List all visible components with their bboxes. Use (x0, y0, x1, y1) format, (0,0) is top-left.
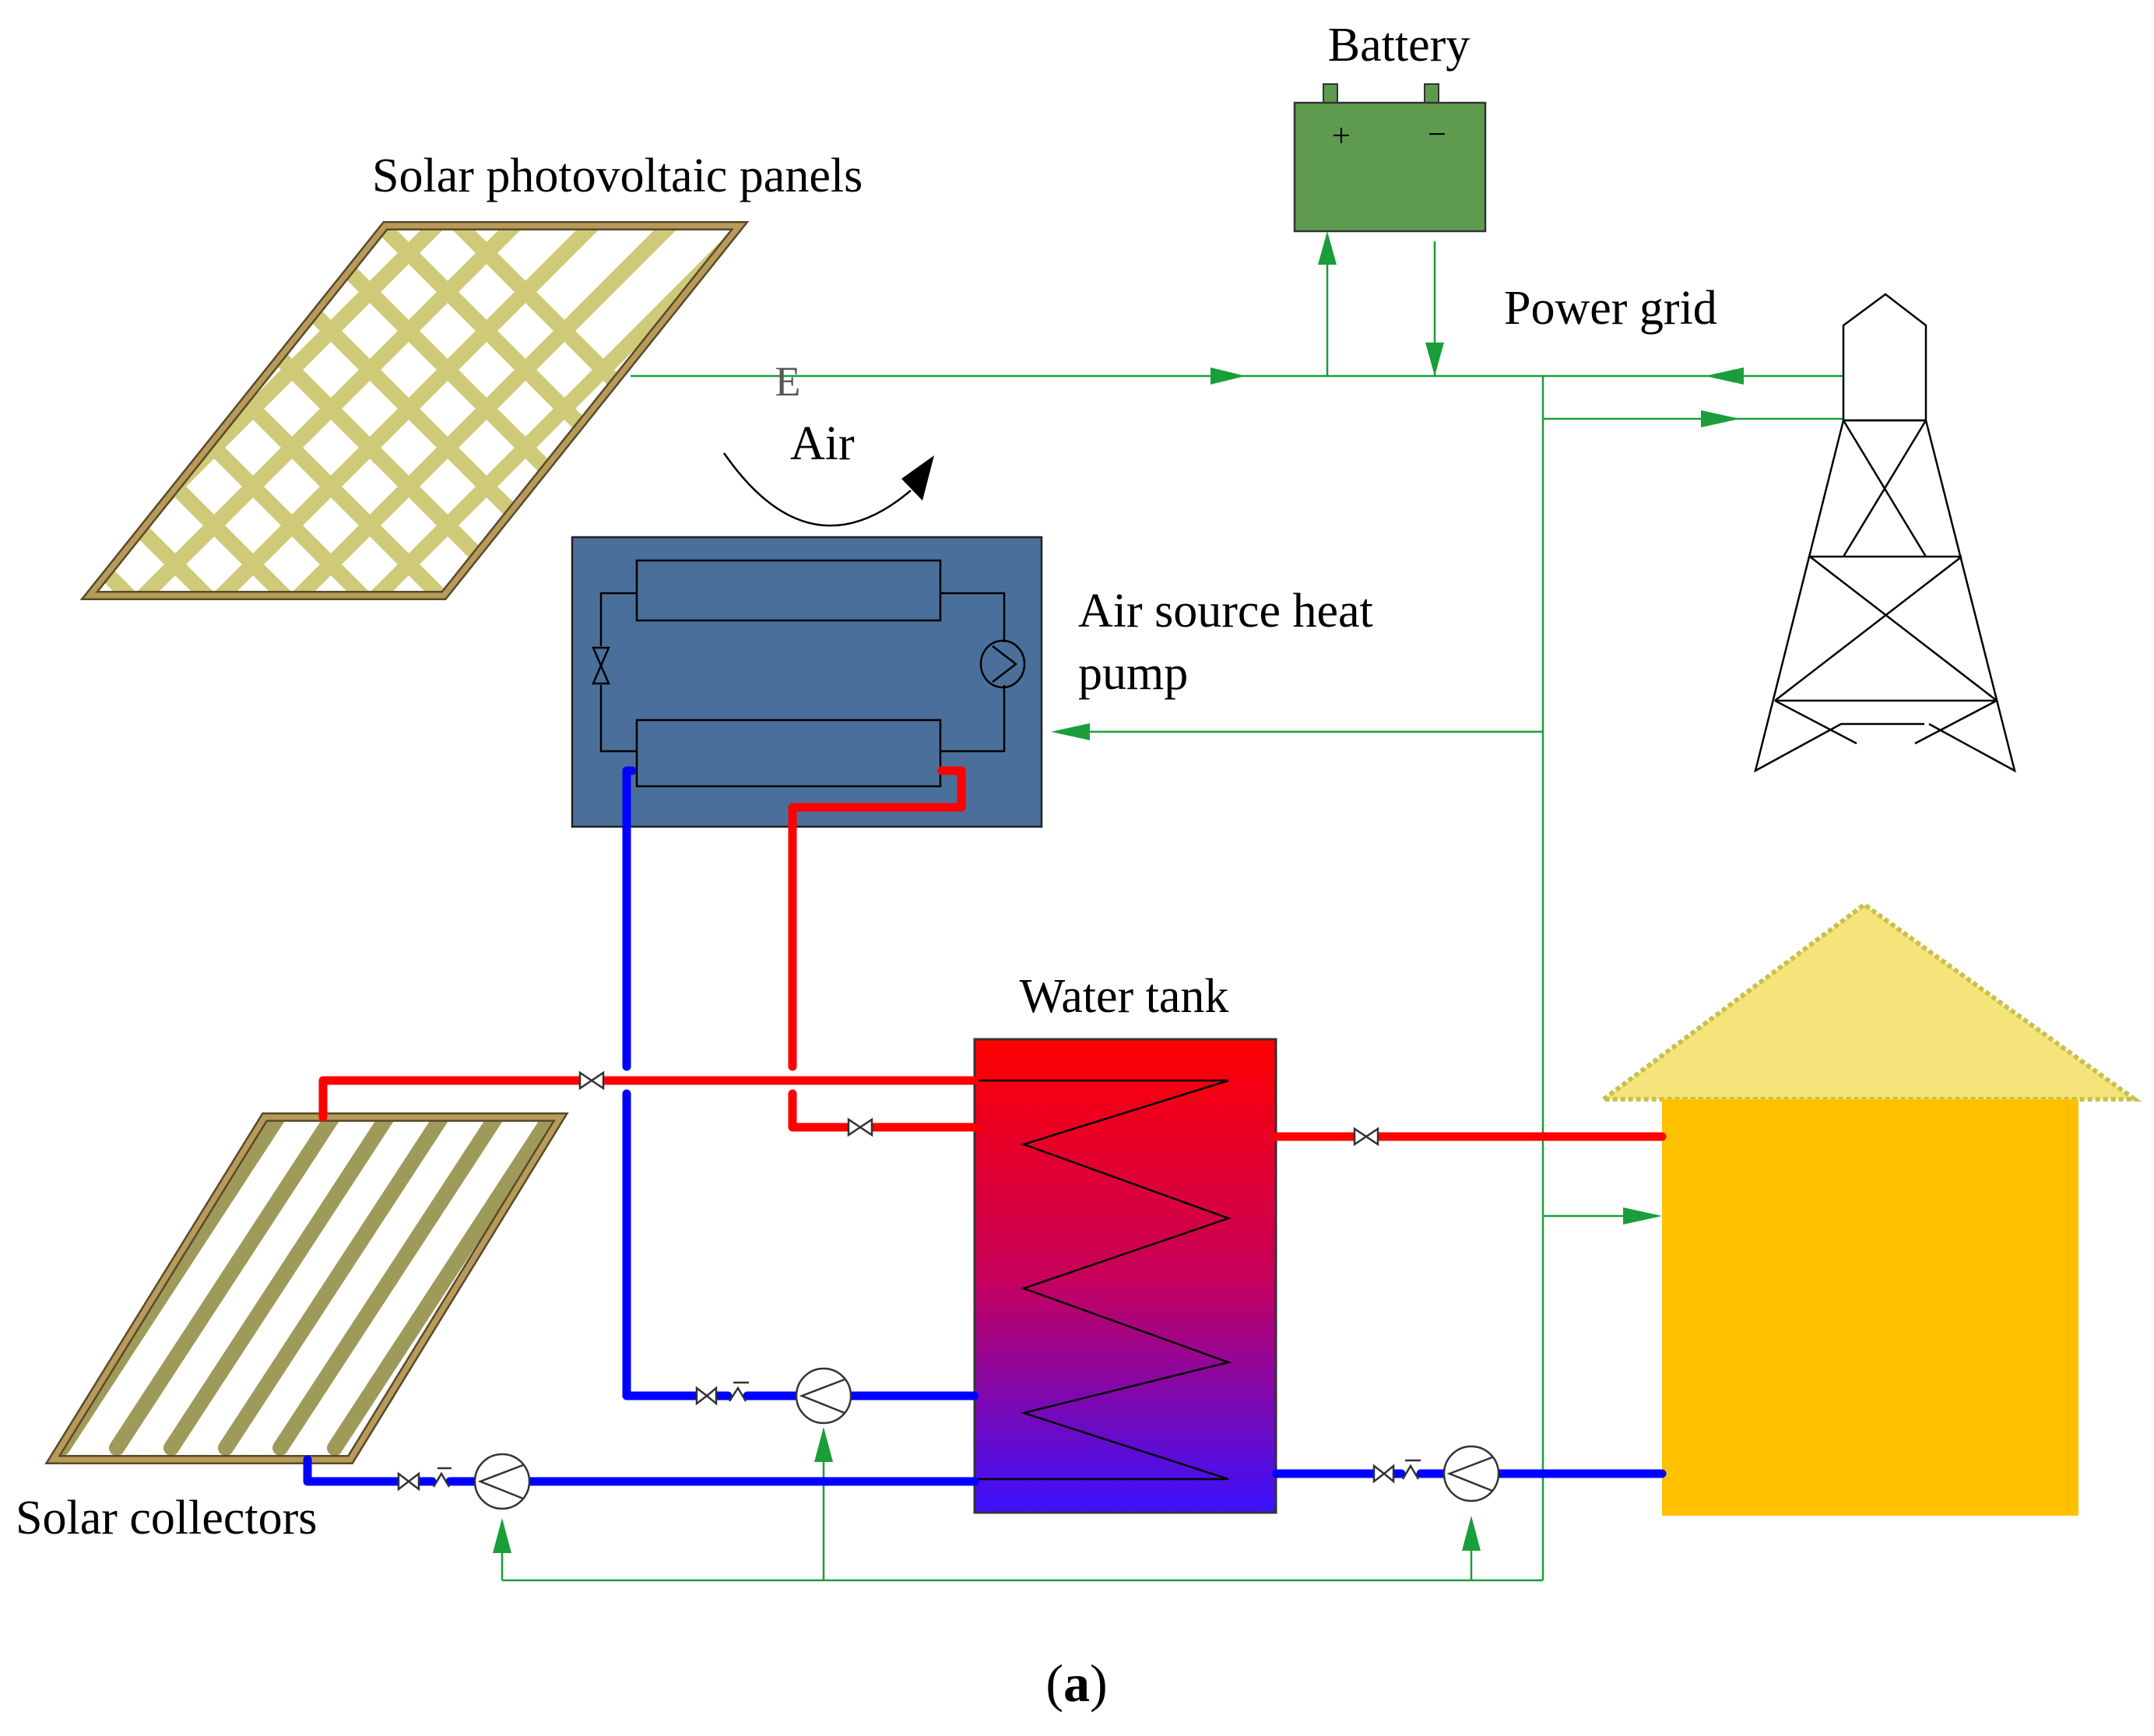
water-tank (973, 1038, 1277, 1514)
house (1596, 901, 2142, 1516)
heat-pump-power-arrow (1051, 723, 1090, 740)
pv-panels-label: Solar photovoltaic panels (372, 149, 863, 202)
pump1-power-arrow (493, 1518, 511, 1553)
pump3-power-arrow (1462, 1516, 1481, 1551)
valve-icon (695, 1386, 718, 1406)
valve-icon (1372, 1464, 1395, 1484)
pump-icon (473, 1453, 531, 1510)
solar-collectors-label: Solar collectors (16, 1492, 317, 1544)
pv-flow-arrow (1211, 367, 1246, 385)
power-grid-tower (1754, 293, 2016, 773)
tank-heat-exchanger-coil (975, 1079, 1232, 1481)
pump-icon (1442, 1445, 1500, 1502)
valve-icon (1353, 1126, 1379, 1147)
pump-icon (795, 1367, 852, 1425)
valve-icon (847, 1117, 873, 1137)
check-valve-icon (728, 1381, 749, 1402)
heat-pump-label-line2: pump (1078, 647, 1188, 700)
battery-label: Battery (1328, 19, 1471, 72)
air-label: Air (790, 417, 855, 470)
cold-water-pipes (303, 766, 1667, 1486)
check-valve-icon (432, 1467, 452, 1488)
hot-water-pipes (318, 766, 1667, 1141)
solar-collector (44, 1112, 569, 1464)
battery-charge-arrow (1318, 231, 1337, 265)
air-source-heat-pump (571, 536, 1043, 828)
heat-pump-label-line1: Air source heat (1078, 585, 1373, 638)
battery-minus-sign: − (1428, 117, 1446, 153)
water-tank-label: Water tank (1020, 970, 1229, 1023)
expansion-valve-icon (592, 646, 610, 685)
electricity-label: E (775, 358, 801, 405)
electric-lines (501, 237, 1845, 1582)
house-power-arrow (1623, 1207, 1662, 1225)
grid-export-arrow (1701, 410, 1740, 427)
grid-import-arrow (1705, 367, 1744, 385)
check-valve-icon (1401, 1459, 1421, 1480)
check-valve-icons (432, 1381, 1421, 1488)
battery-plus-sign: + (1332, 118, 1351, 154)
power-grid-label: Power grid (1504, 282, 1717, 335)
figure-caption: (a) (1045, 1653, 1107, 1713)
valve-icon (578, 1070, 605, 1091)
valve-icon (397, 1471, 420, 1492)
air-flow-arrow (722, 452, 934, 527)
battery-discharge-arrow (1425, 343, 1444, 376)
electric-arrows (493, 231, 1744, 1553)
battery: + − (1293, 83, 1487, 233)
valve-icons (397, 1070, 1395, 1492)
pump-icons (473, 1367, 1500, 1510)
pump2-power-arrow (814, 1427, 833, 1462)
